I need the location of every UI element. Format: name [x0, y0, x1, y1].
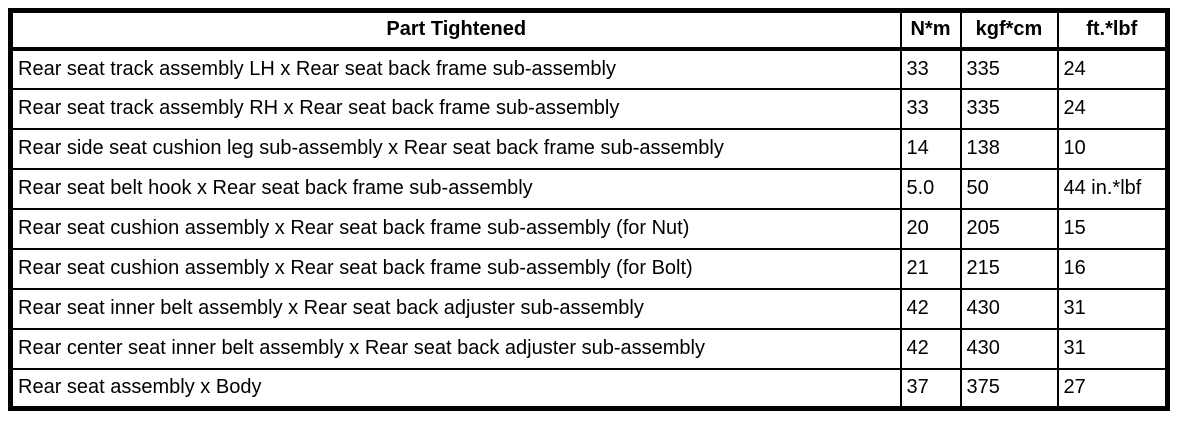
- part-name-cell: Rear seat cushion assembly x Rear seat b…: [9, 207, 902, 250]
- part-name-cell: Rear seat inner belt assembly x Rear sea…: [9, 287, 902, 330]
- kgfcm-value-cell: 138: [959, 127, 1059, 170]
- kgfcm-value-cell: 430: [959, 287, 1059, 330]
- header-row: Part Tightened N*m kgf*cm ft.*lbf: [9, 9, 1169, 51]
- nm-value-cell: 5.0: [899, 167, 962, 210]
- table-row: Rear seat track assembly LH x Rear seat …: [9, 47, 1169, 90]
- part-name-cell: Rear side seat cushion leg sub-assembly …: [9, 127, 902, 170]
- column-header-ftlbf: ft.*lbf: [1056, 9, 1169, 51]
- ftlbf-value-cell: 16: [1056, 247, 1169, 290]
- kgfcm-value-cell: 50: [959, 167, 1059, 210]
- kgfcm-value-cell: 215: [959, 247, 1059, 290]
- table-row: Rear side seat cushion leg sub-assembly …: [9, 127, 1169, 170]
- part-name-cell: Rear seat track assembly LH x Rear seat …: [9, 47, 902, 90]
- part-name-cell: Rear center seat inner belt assembly x R…: [9, 327, 902, 370]
- nm-value-cell: 33: [899, 87, 962, 130]
- kgfcm-value-cell: 205: [959, 207, 1059, 250]
- nm-value-cell: 42: [899, 327, 962, 370]
- table-row: Rear seat belt hook x Rear seat back fra…: [9, 167, 1169, 210]
- part-name-cell: Rear seat belt hook x Rear seat back fra…: [9, 167, 902, 210]
- ftlbf-value-cell: 31: [1056, 287, 1169, 330]
- part-name-cell: Rear seat assembly x Body: [9, 367, 902, 410]
- part-name-cell: Rear seat track assembly RH x Rear seat …: [9, 87, 902, 130]
- ftlbf-value-cell: 24: [1056, 87, 1169, 130]
- ftlbf-value-cell: 44 in.*lbf: [1056, 167, 1169, 210]
- ftlbf-value-cell: 10: [1056, 127, 1169, 170]
- kgfcm-value-cell: 375: [959, 367, 1059, 410]
- kgfcm-value-cell: 430: [959, 327, 1059, 370]
- ftlbf-value-cell: 27: [1056, 367, 1169, 410]
- table-row: Rear seat inner belt assembly x Rear sea…: [9, 287, 1169, 330]
- table-row: Rear seat cushion assembly x Rear seat b…: [9, 247, 1169, 290]
- nm-value-cell: 20: [899, 207, 962, 250]
- ftlbf-value-cell: 15: [1056, 207, 1169, 250]
- column-header-nm: N*m: [899, 9, 962, 51]
- nm-value-cell: 21: [899, 247, 962, 290]
- kgfcm-value-cell: 335: [959, 47, 1059, 90]
- torque-spec-table-container: Part Tightened N*m kgf*cm ft.*lbf Rear s…: [8, 8, 1170, 411]
- ftlbf-value-cell: 24: [1056, 47, 1169, 90]
- nm-value-cell: 33: [899, 47, 962, 90]
- table-row: Rear seat assembly x Body 37 375 27: [9, 367, 1169, 410]
- part-name-cell: Rear seat cushion assembly x Rear seat b…: [9, 247, 902, 290]
- table-row: Rear seat track assembly RH x Rear seat …: [9, 87, 1169, 130]
- table-row: Rear center seat inner belt assembly x R…: [9, 327, 1169, 370]
- kgfcm-value-cell: 335: [959, 87, 1059, 130]
- ftlbf-value-cell: 31: [1056, 327, 1169, 370]
- column-header-part-tightened: Part Tightened: [9, 9, 902, 51]
- torque-spec-table: Part Tightened N*m kgf*cm ft.*lbf Rear s…: [8, 8, 1170, 411]
- nm-value-cell: 14: [899, 127, 962, 170]
- nm-value-cell: 37: [899, 367, 962, 410]
- column-header-kgfcm: kgf*cm: [959, 9, 1059, 51]
- nm-value-cell: 42: [899, 287, 962, 330]
- table-row: Rear seat cushion assembly x Rear seat b…: [9, 207, 1169, 250]
